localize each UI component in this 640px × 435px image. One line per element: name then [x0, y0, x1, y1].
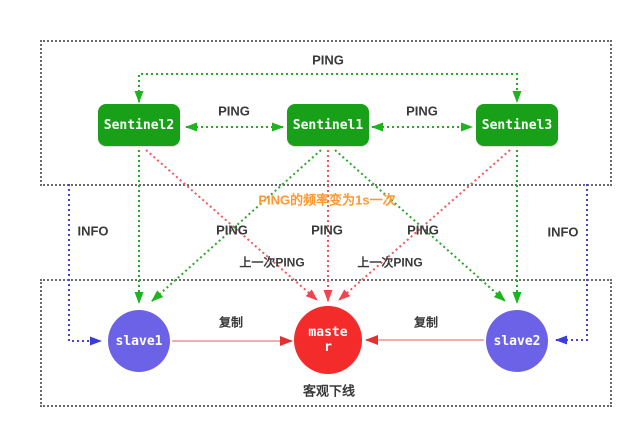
- label-ping-top: PING: [312, 52, 344, 68]
- node-master-label-line1: maste: [308, 325, 348, 340]
- sentinel-region-box: [40, 40, 612, 186]
- label-last-ping-right: 上一次PING: [357, 255, 423, 270]
- node-slave2-label: slave2: [493, 333, 541, 349]
- node-slave1-label: slave1: [115, 333, 163, 349]
- edge-info-slave1: [68, 184, 102, 346]
- node-sentinel3-label: Sentinel3: [481, 117, 553, 133]
- label-info-left: INFO: [77, 223, 109, 239]
- label-info-right: INFO: [547, 224, 579, 240]
- label-last-ping-left: 上一次PING: [239, 255, 305, 270]
- node-sentinel1: Sentinel1: [287, 104, 369, 146]
- node-sentinel2: Sentinel2: [98, 104, 180, 146]
- label-ping-left: PING: [216, 222, 248, 238]
- node-sentinel3: Sentinel3: [476, 104, 558, 146]
- label-ping-s2-s1: PING: [218, 103, 250, 119]
- label-ping-s1-s3: PING: [406, 103, 438, 119]
- edge-info-slave2: [555, 184, 588, 345]
- node-sentinel1-label: Sentinel1: [292, 117, 364, 133]
- objective-offline-region-box: [40, 279, 612, 407]
- label-ping-right: PING: [407, 222, 439, 238]
- node-master-label-line2: r: [324, 340, 332, 355]
- node-slave1: slave1: [108, 310, 170, 372]
- label-replicate-left: 复制: [218, 315, 244, 330]
- node-master: maste r: [294, 306, 362, 374]
- node-sentinel2-label: Sentinel2: [103, 117, 175, 133]
- label-ping-frequency-note: PING的频率变为1s一次: [258, 192, 396, 208]
- label-objective-offline: 客观下线: [302, 383, 356, 399]
- label-replicate-right: 复制: [413, 315, 439, 330]
- label-ping-center: PING: [311, 222, 343, 238]
- node-slave2: slave2: [486, 310, 548, 372]
- edge-ping-sentinel2-sentinel3: [134, 73, 522, 103]
